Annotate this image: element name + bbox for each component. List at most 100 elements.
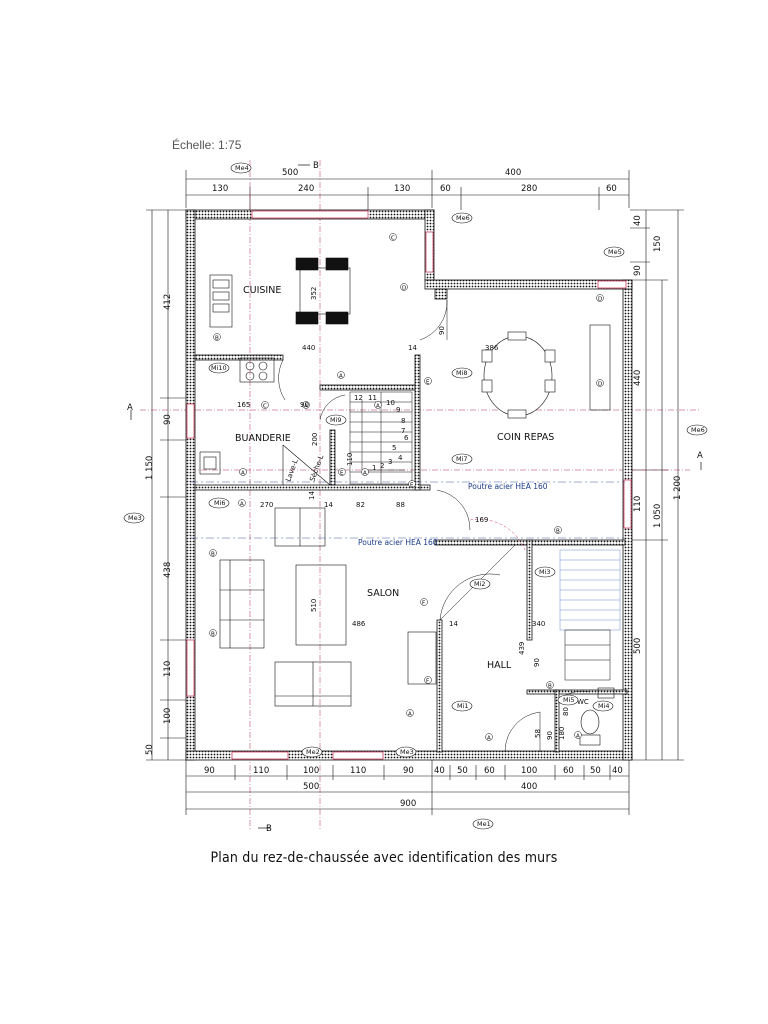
dim-bot-900: 900 — [400, 799, 416, 809]
dining-table — [481, 324, 611, 419]
dim-in-165: 165 — [237, 401, 250, 409]
section-a-right: A — [697, 451, 703, 461]
dim-in-439: 439 — [518, 642, 526, 655]
dim-in-90a: 90 — [438, 326, 446, 335]
dim-right-90: 90 — [633, 265, 643, 276]
opening-marker-letter: A — [241, 470, 245, 476]
dim-bot-40b: 40 — [612, 766, 623, 776]
room-salon: SALON — [367, 588, 399, 599]
dryer-label: Sèche-L — [308, 454, 325, 483]
dim-bot-40a: 40 — [434, 766, 445, 776]
opening-marker-letter: D — [598, 296, 602, 302]
dim-right-500: 500 — [633, 638, 643, 654]
svg-text:5: 5 — [392, 444, 396, 452]
dim-in-14c: 14 — [308, 491, 316, 500]
opening-marker-letter: E — [340, 470, 344, 476]
dim-in-58: 58 — [534, 729, 542, 738]
dim-in-340: 340 — [532, 620, 545, 628]
washer-label: Lave-L — [284, 458, 299, 483]
laundry-appliances — [199, 444, 331, 486]
dim-in-14d: 14 — [449, 620, 458, 628]
dim-right-150: 150 — [653, 236, 663, 252]
dim-in-110: 110 — [346, 453, 354, 466]
section-b-bottom: B — [266, 824, 272, 834]
opening-marker-letter: C — [391, 235, 395, 241]
section-a-left: A — [127, 403, 133, 413]
dim-in-180: 180 — [558, 727, 566, 740]
dim-top-60a: 60 — [440, 184, 451, 194]
opening-marker-letter: A — [408, 711, 412, 717]
dim-in-440: 440 — [302, 344, 315, 352]
opening-marker-letter: B — [548, 683, 552, 689]
dim-left-412: 412 — [163, 294, 173, 310]
tag-me6-right: Me6 — [691, 426, 705, 434]
svg-text:10: 10 — [386, 399, 395, 407]
svg-text:7: 7 — [401, 427, 405, 435]
tag-me6: Me6 — [456, 214, 470, 222]
dim-bot-60a: 60 — [484, 766, 495, 776]
dim-in-14b: 14 — [324, 501, 333, 509]
section-marks — [130, 164, 702, 829]
dim-in-169: 169 — [475, 516, 488, 524]
dim-in-270: 270 — [260, 501, 273, 509]
dim-in-82: 82 — [356, 501, 365, 509]
room-coin-repas: COIN REPAS — [497, 432, 554, 443]
opening-marker-letter: E — [426, 379, 430, 385]
tag-mi4: Mi4 — [598, 702, 610, 710]
tag-mi3: Mi3 — [539, 568, 551, 576]
opening-marker-letter: D — [402, 285, 406, 291]
scale-label: Échelle: 1:75 — [172, 138, 242, 152]
dim-right-1050: 1 050 — [653, 504, 663, 528]
wc-fixtures — [579, 687, 615, 746]
dim-in-486: 486 — [352, 620, 366, 628]
opening-marker-letter: A — [576, 733, 580, 739]
svg-text:4: 4 — [398, 454, 403, 462]
top-dimensions — [146, 170, 684, 815]
tag-mi8: Mi8 — [456, 369, 468, 377]
dim-bot-90a: 90 — [204, 766, 215, 776]
dim-right-40: 40 — [633, 215, 643, 226]
tag-me3: Me3 — [128, 514, 142, 522]
opening-marker-letter: A — [240, 501, 244, 507]
opening-marker-letter: F — [426, 678, 429, 684]
section-b-top: B — [313, 161, 319, 171]
opening-marker-letter: A — [304, 403, 308, 409]
dim-bot-100b: 100 — [521, 766, 537, 776]
dim-left-100: 100 — [163, 708, 173, 724]
room-hall: HALL — [487, 660, 512, 671]
dim-bot-60b: 60 — [563, 766, 574, 776]
dim-bot-400: 400 — [521, 782, 537, 792]
dim-left-90: 90 — [163, 414, 173, 425]
svg-text:8: 8 — [401, 417, 405, 425]
dim-right-110: 110 — [633, 496, 643, 512]
opening-marker-letter: A — [339, 373, 343, 379]
svg-text:12: 12 — [354, 394, 363, 402]
opening-marker-letter: A — [363, 470, 367, 476]
tag-me5: Me5 — [608, 248, 622, 256]
svg-text:6: 6 — [404, 434, 409, 442]
svg-text:9: 9 — [396, 406, 400, 414]
dim-top-240: 240 — [298, 184, 314, 194]
dim-bot-110a: 110 — [253, 766, 269, 776]
dim-top-400: 400 — [505, 168, 521, 178]
tag-mi7: Mi7 — [456, 455, 468, 463]
dim-bot-90b: 90 — [403, 766, 414, 776]
dimension-labels: 500 400 130 240 130 60 280 60 90 110 100… — [145, 168, 683, 809]
dim-in-80: 80 — [562, 707, 570, 716]
svg-text:3: 3 — [388, 458, 392, 466]
plan-caption: Plan du rez-de-chaussée avec identificat… — [210, 850, 558, 866]
dim-in-90d: 90 — [546, 731, 554, 740]
room-cuisine: CUISINE — [243, 285, 281, 296]
tag-me4: Me4 — [235, 164, 249, 172]
opening-marker-letter: D — [598, 381, 602, 387]
dim-bot-50b: 50 — [590, 766, 601, 776]
dim-top-130b: 130 — [394, 184, 410, 194]
dim-bot-50a: 50 — [457, 766, 468, 776]
dim-in-352: 352 — [310, 287, 318, 300]
wall-tag-shapes — [123, 162, 708, 830]
opening-marker-letter: B — [215, 335, 219, 341]
tag-mi2: Mi2 — [474, 580, 486, 588]
dim-top-130a: 130 — [212, 184, 228, 194]
dim-top-60b: 60 — [606, 184, 617, 194]
